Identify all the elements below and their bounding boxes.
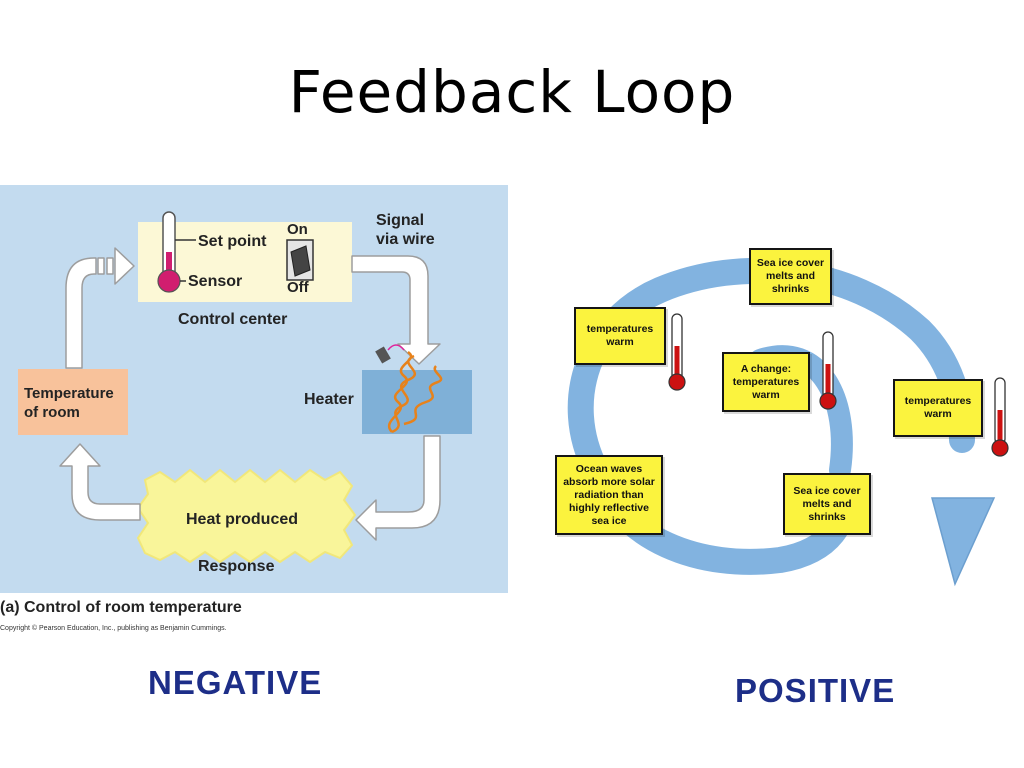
positive-arrowhead	[931, 497, 996, 587]
thermometer-left	[668, 313, 686, 391]
signal-label-line2: via wire	[376, 231, 435, 248]
temperature-label: Temperature of room	[24, 384, 128, 422]
temperature-label-line1: Temperature	[24, 385, 114, 402]
arrow-heater-to-heat	[355, 435, 441, 541]
note-temperatures-right: temperatures warm	[893, 379, 983, 437]
thermometer-right	[991, 377, 1009, 457]
thermometer-mercury	[166, 252, 172, 280]
heater-label: Heater	[304, 391, 354, 408]
copyright-text: Copyright © Pearson Education, Inc., pub…	[0, 625, 227, 632]
on-label: On	[287, 221, 308, 238]
heater-box	[362, 370, 472, 434]
note-sea-ice-top: Sea ice cover melts and shrinks	[749, 248, 832, 305]
response-label: Response	[198, 558, 275, 575]
note-ocean-waves: Ocean waves absorb more solar radiation …	[555, 455, 663, 535]
set-point-label: Set point	[198, 233, 267, 250]
arrow-control-to-heater	[351, 255, 441, 365]
signal-label-line1: Signal	[376, 212, 425, 229]
note-sea-ice-lower: Sea ice cover melts and shrinks	[783, 473, 871, 535]
sensor-label: Sensor	[188, 273, 243, 290]
figure-caption: (a) Control of room temperature	[0, 599, 242, 616]
positive-label: POSITIVE	[735, 672, 896, 709]
switch-lever	[290, 245, 311, 277]
control-center-label: Control center	[178, 311, 288, 328]
arrow-head-right	[114, 247, 135, 285]
heat-burst-shape	[136, 468, 357, 564]
heat-produced-label: Heat produced	[186, 511, 299, 528]
off-label: Off	[287, 279, 309, 296]
heater-coil-2	[403, 365, 443, 426]
temperature-box	[18, 369, 128, 435]
slide-title: Feedback Loop	[288, 58, 736, 126]
heater-switch-arc	[387, 344, 405, 351]
heater-switch-icon	[375, 346, 391, 364]
arrow-temperature-to-control	[65, 257, 97, 369]
arrow-heat-to-temperature	[59, 443, 141, 521]
heater-coil	[388, 350, 416, 434]
note-temperatures-left: temperatures warm	[574, 307, 666, 365]
arrow-dash-2	[106, 257, 114, 275]
temperature-label-line2: of room	[24, 404, 80, 421]
signal-label: Signal via wire	[376, 211, 456, 249]
thermometer-center	[819, 331, 837, 410]
arrow-dash-1	[97, 257, 105, 275]
negative-label: NEGATIVE	[148, 664, 323, 701]
note-a-change: A change: temperatures warm	[722, 352, 810, 412]
